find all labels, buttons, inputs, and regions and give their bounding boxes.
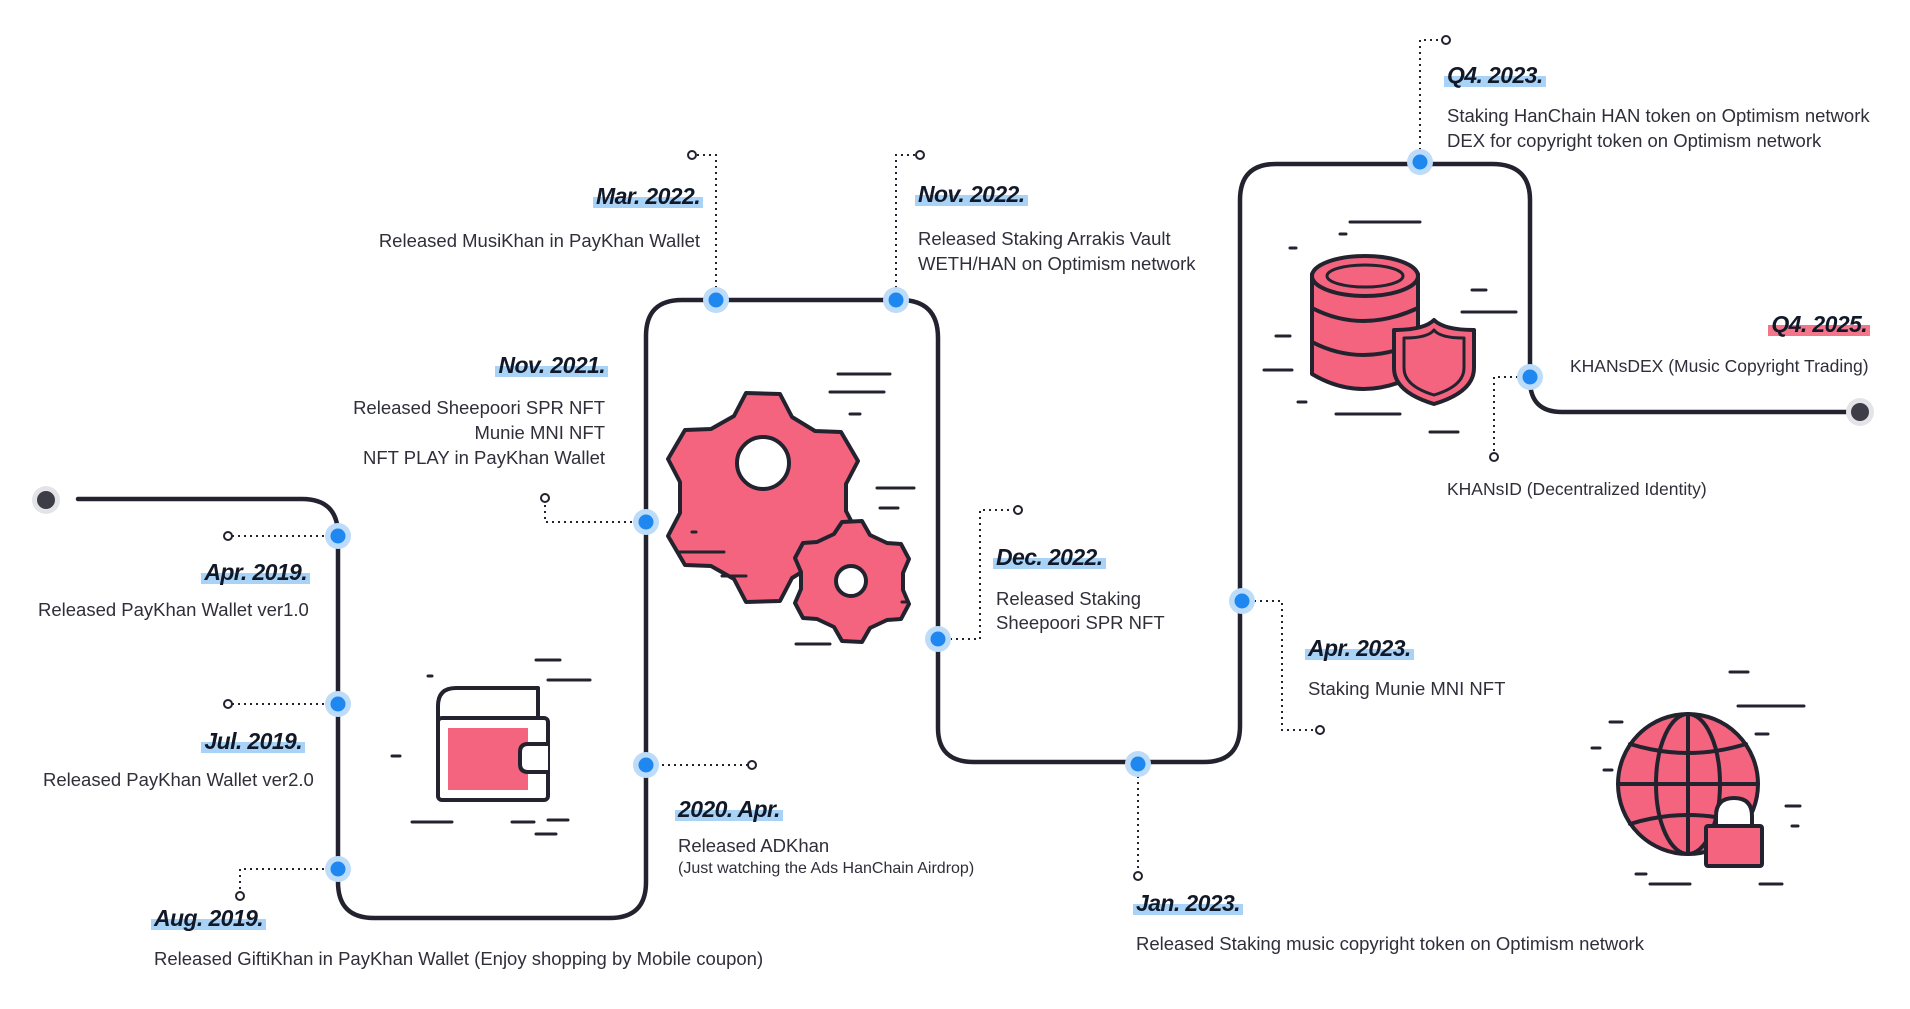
milestone-date: Mar. 2022.: [593, 183, 703, 209]
milestone-desc-line: Sheepoori SPR NFT: [996, 612, 1165, 633]
node-apr-2019: [325, 523, 351, 549]
path-endpoints: [32, 398, 1874, 514]
milestone-desc-line: WETH/HAN on Optimism network: [918, 253, 1196, 274]
milestone-date: Jan. 2023.: [1133, 890, 1243, 916]
milestone-apr-2020: 2020. Apr. Released ADKhan (Just watchin…: [675, 795, 975, 880]
milestone-q4-2025: Q4. 2025.: [1768, 310, 1870, 338]
milestone-desc-line: NFT PLAY in PayKhan Wallet: [363, 447, 605, 468]
node-dec-2022: [925, 626, 951, 652]
milestone-khansid: KHANsID (Decentralized Identity): [1447, 477, 1707, 502]
milestone-date: Apr. 2023.: [1305, 635, 1414, 661]
milestone-apr-2019-desc: Released PayKhan Wallet ver1.0: [38, 597, 309, 622]
globe-lock-icon: [1590, 670, 1806, 886]
node-nov-2022: [883, 287, 909, 313]
milestone-desc-line: Released Staking: [996, 588, 1142, 609]
milestone-desc-sub: (Just watching the Ads HanChain Airdrop): [678, 860, 975, 877]
milestone-date: Nov. 2022.: [915, 181, 1028, 207]
node-apr-2020: [633, 752, 659, 778]
database-shield-icon: [1262, 220, 1518, 434]
milestone-desc-line: Released PayKhan Wallet ver1.0: [38, 599, 309, 620]
milestone-date: Aug. 2019.: [150, 905, 267, 931]
milestone-date: Q4. 2023.: [1444, 62, 1546, 88]
milestone-desc-line: Released PayKhan Wallet ver2.0: [43, 769, 314, 790]
milestone-desc-line: KHANsDEX (Music Copyright Trading): [1570, 356, 1869, 376]
milestone-dec-2022: Dec. 2022. Released Staking Sheepoori SP…: [993, 543, 1165, 635]
milestone-desc-line: Staking Munie MNI NFT: [1308, 678, 1506, 699]
milestone-date: Jul. 2019.: [201, 728, 305, 754]
node-jul-2019: [325, 691, 351, 717]
milestone-date: Dec. 2022.: [993, 544, 1106, 570]
milestone-date: 2020. Apr.: [675, 796, 783, 822]
node-jan-2023: [1125, 751, 1151, 777]
milestone-apr-2023: Apr. 2023. Staking Munie MNI NFT: [1305, 634, 1506, 701]
milestone-desc-line: Munie MNI NFT: [474, 422, 605, 443]
node-nov-2021: [633, 509, 659, 535]
milestone-q4-2025-desc: KHANsDEX (Music Copyright Trading): [1570, 354, 1869, 379]
roadmap-path: [75, 161, 1855, 921]
wallet-icon: [390, 658, 592, 836]
gears-icon: [666, 372, 916, 646]
milestone-aug-2019: Aug. 2019. Released GiftiKhan in PayKhan…: [150, 904, 764, 971]
milestone-apr-2019: Apr. 2019.: [201, 558, 310, 586]
milestone-desc-line: KHANsID (Decentralized Identity): [1447, 479, 1707, 499]
milestone-date: Apr. 2019.: [201, 559, 310, 585]
milestone-nov-2021: Nov. 2021. Released Sheepoori SPR NFT Mu…: [353, 351, 608, 470]
connector-terminals: [223, 35, 1499, 901]
milestone-desc-line: Released Sheepoori SPR NFT: [353, 397, 605, 418]
milestone-date: Q4. 2025.: [1768, 311, 1870, 337]
milestone-desc-line: Released GiftiKhan in PayKhan Wallet (En…: [154, 948, 764, 969]
node-khansid-q4-2025: [1517, 364, 1543, 390]
node-q4-2023: [1407, 149, 1433, 175]
milestone-desc-line: Released Staking music copyright token o…: [1136, 933, 1644, 954]
milestone-jul-2019-desc: Released PayKhan Wallet ver2.0: [43, 767, 314, 792]
milestone-nodes: [325, 149, 1543, 882]
milestone-desc-line: Released Staking Arrakis Vault: [918, 228, 1171, 249]
milestone-desc-line: Staking HanChain HAN token on Optimism n…: [1447, 105, 1870, 126]
milestone-date: Nov. 2021.: [495, 352, 608, 378]
milestone-mar-2022: Mar. 2022. Released MusiKhan in PayKhan …: [378, 182, 703, 253]
milestone-desc-line: DEX for copyright token on Optimism netw…: [1447, 130, 1822, 151]
node-aug-2019: [325, 856, 351, 882]
milestone-desc-line: Released MusiKhan in PayKhan Wallet: [378, 230, 700, 251]
milestone-nov-2022: Nov. 2022. Released Staking Arrakis Vaul…: [915, 180, 1196, 276]
node-mar-2022: [703, 287, 729, 313]
milestone-jan-2023: Jan. 2023. Released Staking music copyri…: [1133, 889, 1644, 956]
milestone-desc-line: Released ADKhan: [678, 835, 830, 856]
milestone-jul-2019: Jul. 2019.: [201, 727, 305, 755]
milestone-q4-2023: Q4. 2023. Staking HanChain HAN token on …: [1444, 61, 1870, 153]
node-apr-2023: [1229, 588, 1255, 614]
